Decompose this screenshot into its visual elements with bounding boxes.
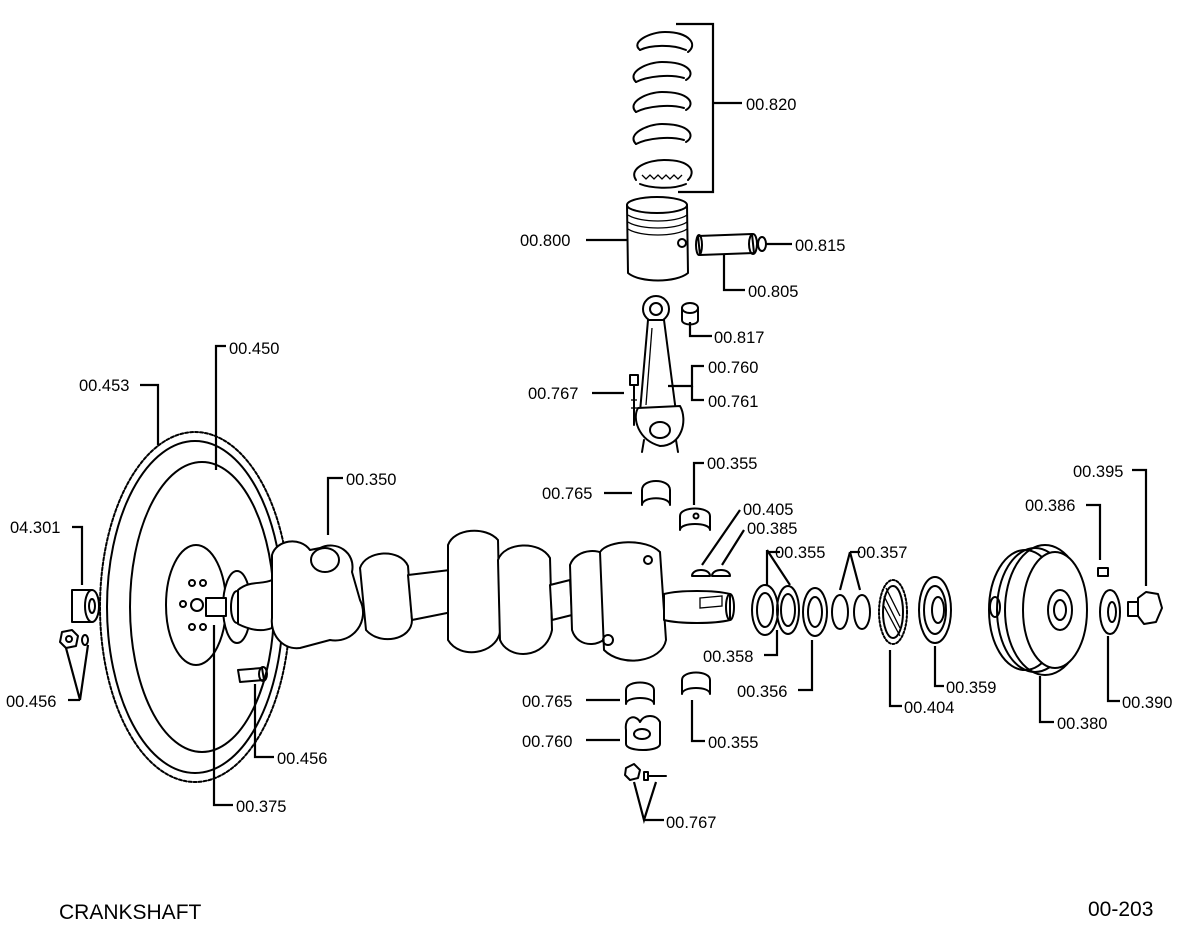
connecting-rod <box>634 295 685 453</box>
callout-00760-bottom: 00.760 <box>522 733 572 751</box>
callout-00355-bottom: 00.355 <box>708 734 758 752</box>
pulley-washer <box>1099 589 1121 635</box>
callout-00765-top: 00.765 <box>542 485 592 503</box>
callout-00800: 00.800 <box>520 232 570 250</box>
pulley-key <box>1097 567 1109 577</box>
page-code: 00-203 <box>1088 898 1153 921</box>
oil-slinger <box>918 576 952 644</box>
callout-00817: 00.817 <box>714 329 764 347</box>
woodruff-keys <box>691 569 731 577</box>
callout-00358: 00.358 <box>703 648 753 666</box>
main-bearing-shell-top <box>679 507 711 531</box>
spacer <box>776 585 800 635</box>
callout-00355-mid: 00.355 <box>775 544 825 562</box>
callout-00820: 00.820 <box>746 96 796 114</box>
callout-00385: 00.385 <box>747 520 797 538</box>
callout-00453: 00.453 <box>79 377 129 395</box>
flywheel-bolt <box>237 666 268 683</box>
callout-00395: 00.395 <box>1073 463 1123 481</box>
bearing-shell-rod-bottom <box>625 681 655 705</box>
callout-00456-right: 00.456 <box>277 750 327 768</box>
callout-00450: 00.450 <box>229 340 279 358</box>
pulley-bolt <box>1127 591 1163 625</box>
callout-00356: 00.356 <box>737 683 787 701</box>
callout-00765-bottom: 00.765 <box>522 693 572 711</box>
callout-00456-left: 00.456 <box>6 693 56 711</box>
callout-00386: 00.386 <box>1025 497 1075 515</box>
diagram-title: CRANKSHAFT <box>59 901 202 924</box>
pilot-bearing <box>71 589 100 623</box>
callout-00761: 00.761 <box>708 393 758 411</box>
callout-00359: 00.359 <box>946 679 996 697</box>
callout-04301: 04.301 <box>10 519 60 537</box>
small-end-bushing <box>681 302 699 326</box>
leader-lines <box>64 22 1148 824</box>
circlip <box>757 236 767 252</box>
crankshaft <box>237 529 735 662</box>
timing-ring <box>802 587 828 637</box>
rod-bolt-top <box>629 374 639 426</box>
bearing-shell-rod-top <box>641 480 671 506</box>
callout-00390: 00.390 <box>1122 694 1172 712</box>
callout-00404: 00.404 <box>904 699 954 717</box>
piston-rings <box>632 31 694 189</box>
callout-00805: 00.805 <box>748 283 798 301</box>
crankshaft-pulley <box>988 544 1088 676</box>
callout-labels: 00.820 00.800 00.815 00.805 00.817 00.76… <box>6 96 1172 832</box>
rod-nut-and-bolt <box>624 763 667 781</box>
main-bearing-shell-bottom <box>681 671 711 695</box>
callout-00355-top: 00.355 <box>707 455 757 473</box>
rod-cap <box>624 715 661 751</box>
callout-00760-top: 00.760 <box>708 359 758 377</box>
callout-00357: 00.357 <box>857 544 907 562</box>
snap-rings <box>831 594 871 630</box>
callout-00380: 00.380 <box>1057 715 1107 733</box>
piston <box>626 196 689 282</box>
callout-00767-bottom: 00.767 <box>666 814 716 832</box>
callout-00375: 00.375 <box>236 798 286 816</box>
flywheel-nut <box>59 629 89 649</box>
callout-00405: 00.405 <box>743 501 793 519</box>
callout-00767-top: 00.767 <box>528 385 578 403</box>
crankshaft-gear <box>878 579 908 645</box>
callout-00350: 00.350 <box>346 471 396 489</box>
thrust-washer <box>751 584 779 636</box>
piston-pin <box>695 233 758 256</box>
callout-00815: 00.815 <box>795 237 845 255</box>
